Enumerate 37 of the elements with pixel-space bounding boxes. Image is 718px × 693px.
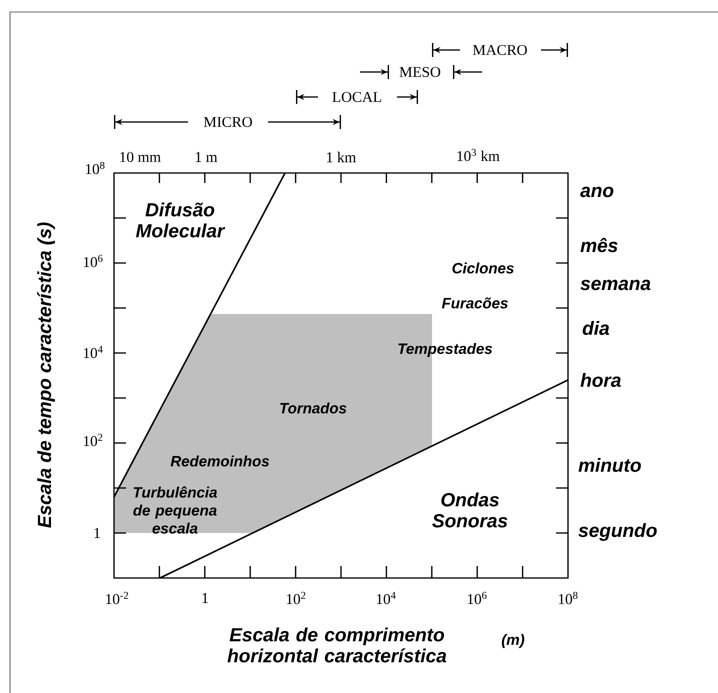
time-label: mês: [580, 238, 618, 252]
axis-unit: (m): [502, 634, 524, 648]
time-label: minuto: [578, 458, 641, 472]
axis-title: Escala de comprimento horizontal característica: [228, 628, 446, 662]
region-label: Ondas Sonoras: [432, 492, 508, 528]
time-label: dia: [582, 321, 610, 335]
region-label: Furacões: [442, 298, 508, 308]
region-label: Turbulência de pequena escala: [133, 486, 217, 534]
tick-label: 10$^{6}$: [468, 592, 487, 604]
axis-title: Escala de tempo característica (s): [37, 222, 55, 528]
time-label: semana: [580, 280, 650, 290]
region-label: Difusão Molecular: [136, 202, 226, 238]
tick-label: 1: [202, 593, 208, 603]
scale-tick-label: 1 m: [196, 152, 218, 162]
tick-label: 10$^{8}$: [86, 162, 104, 174]
scale-label: MICRO: [204, 116, 252, 128]
time-label: ano: [580, 186, 614, 198]
tick-label: 10$^{4}$: [376, 592, 396, 604]
scale-label: MACRO: [472, 44, 527, 56]
scale-label: MESO: [400, 66, 440, 78]
region-label: Redemoinhos: [170, 455, 270, 466]
tick-label: 10$^{-2}$: [106, 592, 128, 604]
tick-label: 10$^{2}$: [84, 434, 102, 446]
tick-label: 1: [94, 528, 100, 538]
tick-label: 10$^{2}$: [286, 592, 306, 604]
time-label: hora: [580, 373, 621, 387]
tick-label: 10$^{6}$: [84, 254, 103, 268]
region-label: Tornados: [280, 402, 346, 414]
scale-tick-label: 1 km: [327, 152, 356, 162]
scale-tick-label: 10$^{3}$ km: [457, 148, 500, 162]
tick-label: 10$^{8}$: [558, 592, 578, 604]
region-label: Tempestades: [398, 343, 492, 357]
tick-label: 10$^{4}$: [84, 346, 103, 358]
scale-tick-label: 10 mm: [120, 152, 161, 162]
time-label: segundo: [578, 523, 657, 541]
scale-label: LOCAL: [332, 92, 382, 102]
region-label: Ciclones: [452, 262, 514, 274]
